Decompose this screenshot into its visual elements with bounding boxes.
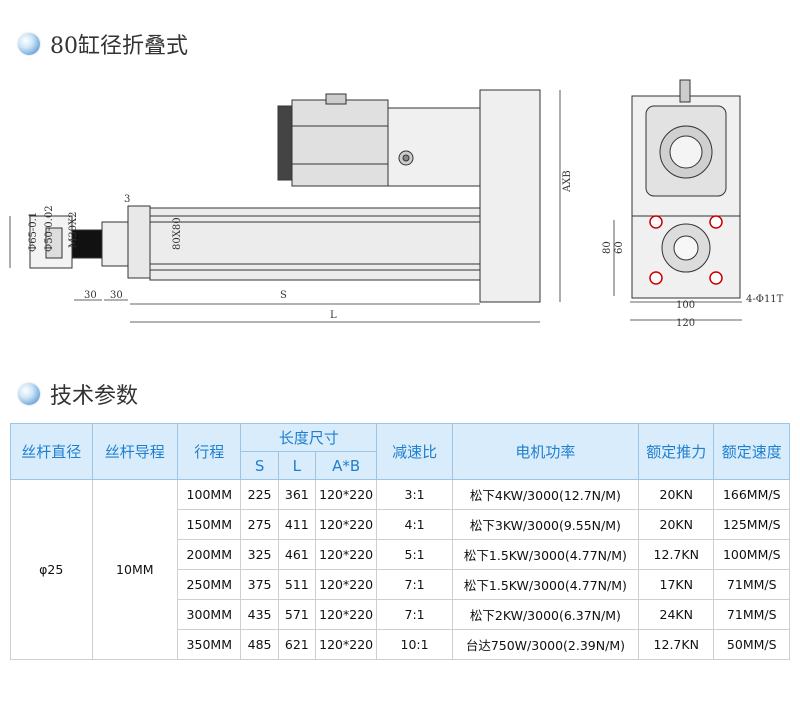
cell-ratio: 3:1 [376, 479, 453, 510]
label-100: 100 [676, 300, 695, 311]
cell-speed: 125MM/S [713, 509, 790, 540]
cell-motor: 松下1.5KW/3000(4.77N/M) [451, 569, 640, 600]
cell-stroke: 150MM [177, 509, 242, 540]
cell-motor: 松下4KW/3000(12.7N/M) [451, 479, 640, 510]
header-ratio: 减速比 [376, 423, 453, 480]
table-row: φ25 10MM 100MM 225 361 120*220 3:1 松下4KW… [10, 479, 790, 660]
cell-diameter: φ25 [10, 479, 93, 660]
mount-holes [649, 215, 723, 285]
cell-S: 225 [240, 479, 279, 510]
cell-ratio: 7:1 [376, 599, 453, 630]
cell-ratio: 7:1 [376, 569, 453, 600]
header-S: S [240, 451, 279, 480]
cell-thrust: 12.7KN [637, 539, 715, 570]
table-row: 250MM 375 511 120*220 7:1 松下1.5KW/3000(4… [11, 569, 790, 600]
cell-L: 361 [277, 479, 316, 510]
cell-motor: 松下2KW/3000(6.37N/M) [451, 599, 640, 630]
cell-AB: 120*220 [314, 479, 378, 510]
cell-S: 435 [240, 599, 279, 630]
cell-S: 325 [240, 539, 279, 570]
cell-ratio: 5:1 [376, 539, 453, 570]
cell-AB: 120*220 [314, 569, 378, 600]
label-three: 3 [124, 194, 130, 205]
header-screw-lead: 丝杆导程 [91, 423, 179, 480]
label-AXB: AXB [562, 170, 573, 193]
cell-speed: 71MM/S [713, 569, 790, 600]
header-dimensions: 长度尺寸 [240, 423, 378, 452]
cell-lead: 10MM [91, 479, 179, 660]
cell-AB: 120*220 [314, 629, 378, 660]
table-row: 200MM 325 461 120*220 5:1 松下1.5KW/3000(4… [11, 539, 790, 570]
cell-AB: 120*220 [314, 599, 378, 630]
end-view [613, 79, 742, 321]
cell-thrust: 20KN [637, 509, 715, 540]
cell-stroke: 350MM [177, 629, 242, 660]
cell-motor: 松下1.5KW/3000(4.77N/M) [451, 539, 640, 570]
label-holes: 4-Φ11T [746, 294, 784, 305]
cell-speed: 166MM/S [713, 479, 790, 510]
cell-thrust: 24KN [637, 599, 715, 630]
header-motor: 电机功率 [451, 423, 640, 480]
label-thread: M30X2 [68, 212, 79, 248]
bullet-ball-icon [18, 383, 40, 405]
cell-stroke: 250MM [177, 569, 242, 600]
cell-S: 275 [240, 509, 279, 540]
cell-L: 411 [277, 509, 316, 540]
section-title-specs: 技术参数 [18, 378, 138, 410]
cell-ratio: 4:1 [376, 509, 453, 540]
cell-AB: 120*220 [314, 539, 378, 570]
section-title-drawing: 80缸径折叠式 [18, 28, 188, 60]
label-L: L [330, 310, 337, 321]
cell-speed: 71MM/S [713, 599, 790, 630]
label-square: 80X80 [172, 217, 183, 250]
header-AB: A*B [314, 451, 378, 480]
cell-speed: 100MM/S [713, 539, 790, 570]
cell-AB: 120*220 [314, 509, 378, 540]
label-30a: 30 [84, 290, 97, 301]
section-title-text: 技术参数 [50, 384, 139, 409]
cell-L: 571 [277, 599, 316, 630]
label-80: 80 [602, 241, 613, 254]
technical-drawing: Φ65-0.1 Φ50-0.02 M30X2 80X80 3 30 30 S L… [9, 79, 784, 329]
cell-speed: 50MM/S [713, 629, 790, 660]
cell-stroke: 200MM [177, 539, 242, 570]
label-d50: Φ50-0.02 [44, 205, 55, 252]
cell-ratio: 10:1 [376, 629, 453, 660]
cell-L: 511 [277, 569, 316, 600]
header-speed: 额定速度 [713, 423, 790, 480]
cell-thrust: 20KN [637, 479, 715, 510]
cell-motor: 松下3KW/3000(9.55N/M) [451, 509, 640, 540]
table-row: 350MM 485 621 120*220 10:1 台达750W/3000(2… [11, 629, 790, 660]
cell-stroke: 100MM [177, 479, 242, 510]
cell-thrust: 12.7KN [637, 629, 715, 660]
header-stroke: 行程 [177, 423, 242, 480]
cell-S: 375 [240, 569, 279, 600]
label-120: 120 [676, 318, 695, 329]
bullet-ball-icon [18, 33, 40, 55]
cell-L: 461 [277, 539, 316, 570]
label-d65: Φ65-0.1 [28, 212, 39, 252]
cell-L: 621 [277, 629, 316, 660]
side-view [9, 89, 561, 323]
section-title-text: 80缸径折叠式 [50, 34, 188, 59]
label-60: 60 [614, 241, 625, 254]
cell-thrust: 17KN [637, 569, 715, 600]
cell-stroke: 300MM [177, 599, 242, 630]
cell-S: 485 [240, 629, 279, 660]
header-thrust: 额定推力 [637, 423, 715, 480]
header-screw-diameter: 丝杆直径 [10, 423, 93, 480]
header-L: L [277, 451, 316, 480]
spec-table: 丝杆直径 丝杆导程 行程 长度尺寸 减速比 电机功率 额定推力 额定速度 S L… [10, 423, 790, 660]
label-S: S [280, 290, 287, 301]
cell-motor: 台达750W/3000(2.39N/M) [451, 629, 640, 660]
label-30b: 30 [110, 290, 123, 301]
table-row: 300MM 435 571 120*220 7:1 松下2KW/3000(6.3… [11, 599, 790, 630]
